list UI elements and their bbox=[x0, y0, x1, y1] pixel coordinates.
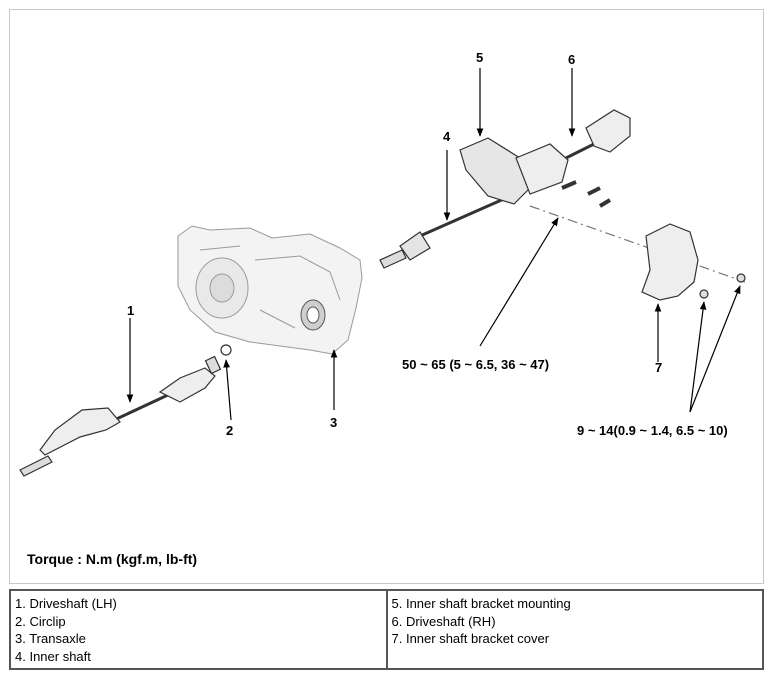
legend-item: 5. Inner shaft bracket mounting bbox=[391, 596, 571, 611]
leader-lines bbox=[126, 68, 741, 421]
callout-7: 7 bbox=[655, 360, 663, 375]
legend-left-column: 1. Driveshaft (LH) 2. Circlip 3. Transax… bbox=[11, 591, 386, 668]
driveshaft-illustration bbox=[19, 68, 746, 477]
legend-item: 2. Circlip bbox=[15, 613, 66, 629]
inner-shaft-drawing bbox=[379, 196, 507, 269]
bracket-cover-drawing bbox=[641, 223, 746, 301]
bracket-and-driveshaft-rh-drawing bbox=[459, 109, 746, 283]
callout-4: 4 bbox=[443, 129, 451, 144]
exploded-view-diagram: 1 2 3 4 5 6 7 50 ~ 65 (5 ~ 6.5, 36 ~ 47)… bbox=[9, 9, 764, 584]
transaxle-drawing bbox=[177, 225, 363, 355]
torque-units-note: Torque : N.m (kgf.m, lb-ft) bbox=[27, 551, 198, 567]
callout-3: 3 bbox=[330, 415, 338, 430]
callout-5: 5 bbox=[476, 50, 484, 65]
torque-bracket-label: 50 ~ 65 (5 ~ 6.5, 36 ~ 47) bbox=[402, 357, 550, 372]
torque-cover-label: 9 ~ 14(0.9 ~ 1.4, 6.5 ~ 10) bbox=[577, 423, 728, 438]
legend-item: 7. Inner shaft bracket cover bbox=[391, 631, 550, 646]
legend-item: 4. Inner shaft bbox=[15, 648, 91, 664]
parts-legend: 1. Driveshaft (LH) 2. Circlip 3. Transax… bbox=[9, 589, 764, 670]
legend-item: 6. Driveshaft (RH) bbox=[391, 613, 496, 629]
driveshaft-lh-drawing bbox=[19, 355, 222, 477]
circlip-drawing bbox=[220, 344, 232, 356]
legend-item: 3. Transaxle bbox=[15, 631, 86, 646]
legend-right-column: 5. Inner shaft bracket mounting 6. Drive… bbox=[385, 591, 763, 668]
callout-1: 1 bbox=[127, 303, 135, 318]
callout-2: 2 bbox=[226, 423, 234, 438]
legend-item: 1. Driveshaft (LH) bbox=[15, 596, 117, 611]
callout-6: 6 bbox=[568, 52, 576, 67]
